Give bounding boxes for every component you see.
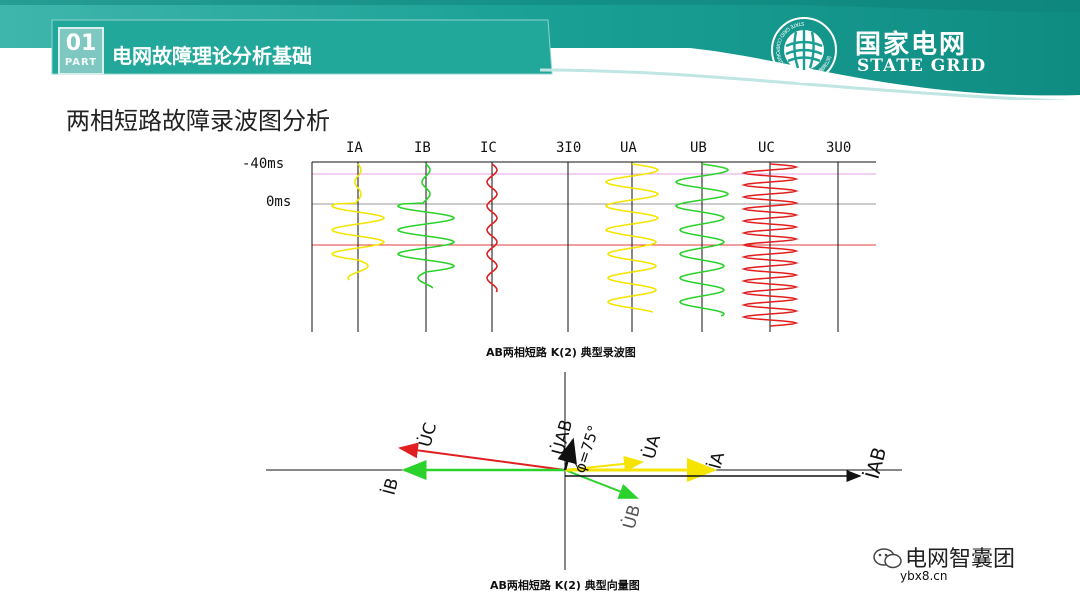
- vector-diagram: U̇AB φ=75° U̇A İA İAB U̇C İB U̇B: [266, 372, 902, 570]
- channel-label: IC: [480, 140, 497, 156]
- ia-label: İA: [705, 449, 730, 471]
- ua-trace: [604, 163, 660, 313]
- slide-title: 两相短路故障录波图分析: [66, 107, 330, 135]
- ub-trace: [674, 163, 730, 317]
- channel-label: IA: [346, 140, 363, 156]
- waveform-caption: AB两相短路 K(2) 典型录波图: [486, 346, 636, 359]
- wechat-icon: [873, 548, 902, 569]
- uc-label: U̇C: [414, 420, 441, 449]
- channel-label: 3U0: [826, 140, 851, 156]
- watermark-text: 电网智囊团: [905, 547, 1016, 572]
- channel-label: UC: [758, 140, 775, 156]
- channel-label: UB: [690, 140, 707, 156]
- section-title: 电网故障理论分析基础: [112, 44, 312, 68]
- channel-label: 3I0: [556, 140, 581, 156]
- state-grid-logo-icon: STATE GRID CORPORATION OF CHINA 国家电网公司: [771, 17, 837, 83]
- part-word: PART: [64, 57, 98, 68]
- uc-trace: [741, 163, 799, 327]
- uc-vector: [398, 442, 566, 471]
- header-banner: [0, 0, 1080, 100]
- logo-cn: 国家电网: [855, 30, 968, 60]
- iab-label: İAB: [861, 445, 891, 482]
- time-label: -40ms: [242, 156, 284, 172]
- ib-label: İB: [379, 476, 404, 498]
- channel-label: IB: [414, 140, 431, 156]
- ub-vector: [564, 469, 639, 499]
- vector-caption: AB两相短路 K(2) 典型向量图: [490, 579, 640, 592]
- part-number: 01: [65, 31, 97, 56]
- ub-label: U̇B: [618, 503, 645, 532]
- uab-label: U̇AB: [547, 417, 577, 457]
- time-label: 0ms: [266, 194, 291, 210]
- angle-arc: [569, 459, 579, 471]
- part-badge: 01 PART: [58, 27, 104, 75]
- channel-label: UA: [620, 140, 637, 156]
- ic-trace: [486, 163, 498, 293]
- uab-vector: [557, 437, 577, 471]
- logo-en: STATE GRID: [857, 56, 987, 76]
- ia-trace: [330, 163, 386, 281]
- watermark-site: ybx8.cn: [900, 569, 948, 583]
- waveform-diagram: IA IB IC 3I0 UA UB UC 3U0 -40ms 0ms: [242, 140, 876, 332]
- ib-trace: [396, 163, 456, 289]
- ua-label: U̇A: [638, 432, 665, 461]
